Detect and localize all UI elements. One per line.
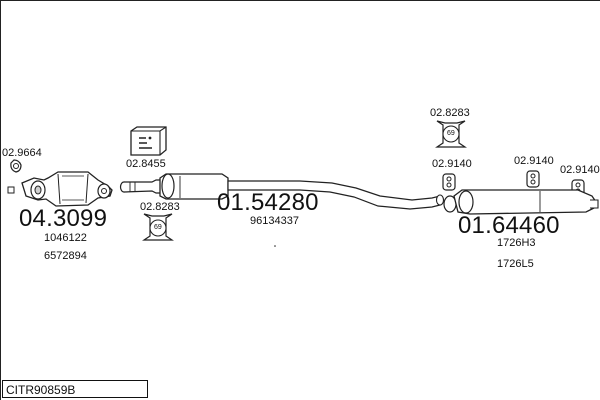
rubber-mount-front-badge: 69: [154, 224, 162, 231]
diagram-code: CITR90859B: [2, 380, 148, 398]
hanger-1-icon: [442, 173, 456, 191]
clamp-number: 02.8455: [126, 158, 166, 170]
rubber-mount-rear-badge: 69: [447, 130, 455, 137]
clamp-box-icon: [130, 126, 167, 156]
catalyst-ref-1: 1046122: [44, 232, 87, 244]
hanger-2-icon: [526, 170, 540, 188]
hanger-3-number: 02.9140: [560, 164, 600, 176]
middle-pipe-ref-1: 96134337: [250, 215, 299, 227]
gasket-number: 02.9664: [2, 147, 42, 159]
rubber-mount-rear-icon: [435, 120, 467, 148]
rear-silencer-ref-1: 1726H3: [497, 237, 536, 249]
hanger-2-number: 02.9140: [514, 155, 554, 167]
catalyst-ref-2: 6572894: [44, 250, 87, 262]
rear-silencer-ref-2: 1726L5: [497, 258, 534, 270]
marker-dot: [274, 245, 276, 247]
rubber-mount-front-number: 02.8283: [140, 201, 180, 213]
middle-pipe-icon: [119, 173, 445, 210]
rear-silencer-number: 01.64460: [458, 212, 560, 239]
catalytic-converter-icon: [21, 171, 113, 207]
rear-silencer-icon: [443, 189, 599, 215]
middle-pipe-number: 01.54280: [217, 189, 319, 216]
gasket-icon: [7, 159, 22, 194]
catalyst-number: 04.3099: [19, 205, 108, 232]
rubber-mount-rear-number: 02.8283: [430, 107, 470, 119]
rubber-mount-front-icon: [142, 213, 174, 241]
hanger-1-number: 02.9140: [432, 158, 472, 170]
